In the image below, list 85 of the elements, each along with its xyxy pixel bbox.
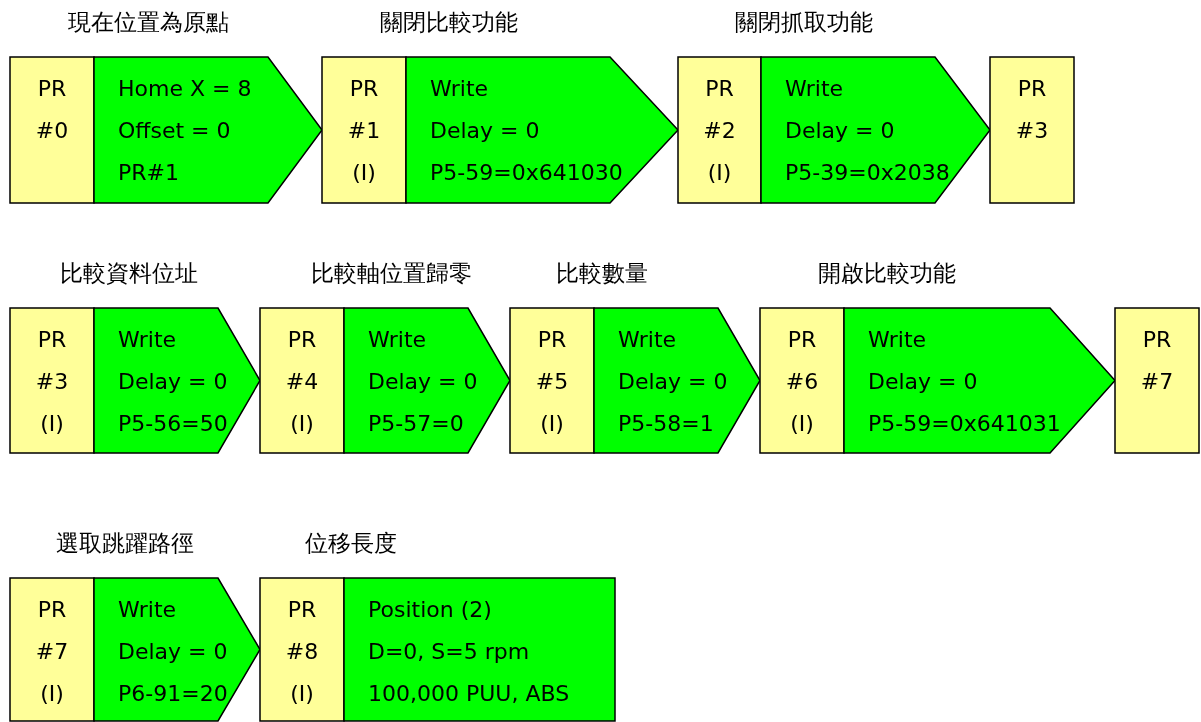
command-arrow-shape [94, 57, 322, 203]
command-text: Write [785, 75, 845, 103]
command-text: 100,000 PUU, ABS [368, 680, 571, 708]
command-text: Write [868, 326, 928, 354]
step-heading: 現在位置為原點 [68, 8, 229, 37]
register-label: #8 [284, 638, 320, 666]
command-text: PR#1 [118, 159, 180, 187]
command-text: P6-91=20 [118, 680, 229, 708]
command-arrow-shape [594, 308, 760, 453]
register-label: #5 [534, 368, 570, 396]
register-label: PR [36, 326, 68, 354]
command-arrow-shape [406, 57, 678, 203]
register-box [678, 57, 761, 203]
register-label: PR [286, 326, 318, 354]
command-arrow-shape [761, 57, 990, 203]
register-box [990, 57, 1074, 203]
command-text: Delay = 0 [118, 368, 229, 396]
command-text: P5-57=0 [368, 410, 465, 438]
register-label: (I) [289, 680, 315, 708]
register-label: PR [786, 326, 818, 354]
register-box [760, 308, 844, 453]
command-arrow-shape [94, 308, 260, 453]
step-heading: 開啟比較功能 [818, 259, 956, 288]
register-label: PR [36, 596, 68, 624]
register-box [260, 578, 344, 721]
register-label: (I) [539, 410, 565, 438]
register-label: PR [704, 75, 735, 103]
register-label: PR [536, 326, 568, 354]
command-text: Delay = 0 [430, 117, 541, 145]
register-label: #4 [284, 368, 320, 396]
register-label: #1 [346, 117, 382, 145]
command-text: Delay = 0 [368, 368, 479, 396]
register-box [510, 308, 594, 453]
command-text: Write [118, 596, 178, 624]
command-text: Delay = 0 [618, 368, 729, 396]
command-text: P5-58=1 [618, 410, 715, 438]
register-label: #2 [702, 117, 737, 145]
register-label: (I) [789, 410, 815, 438]
register-label: #3 [1014, 117, 1050, 145]
register-box [260, 308, 344, 453]
command-text: Home X = 8 [118, 75, 253, 103]
register-label: PR [348, 75, 380, 103]
register-box [10, 578, 94, 721]
command-text: Write [618, 326, 678, 354]
register-label: PR [1141, 326, 1173, 354]
step-heading: 位移長度 [305, 529, 397, 558]
register-label: #7 [34, 638, 70, 666]
register-label: #3 [34, 368, 70, 396]
register-label: (I) [39, 680, 65, 708]
command-text: Write [118, 326, 178, 354]
step-heading: 選取跳躍路徑 [56, 529, 194, 558]
register-label: (I) [706, 159, 733, 187]
register-label: #6 [784, 368, 820, 396]
register-label: (I) [39, 410, 65, 438]
register-box [322, 57, 406, 203]
register-label: (I) [351, 159, 377, 187]
command-text: D=0, S=5 rpm [368, 638, 531, 666]
command-text: Delay = 0 [868, 368, 979, 396]
step-heading: 比較資料位址 [60, 259, 198, 288]
step-heading: 關閉比較功能 [380, 8, 518, 37]
command-arrow-shape [344, 308, 510, 453]
command-text: P5-39=0x2038 [785, 159, 951, 187]
step-heading: 比較數量 [556, 259, 648, 288]
command-text: Write [430, 75, 490, 103]
command-text: P5-59=0x641031 [868, 410, 1062, 438]
command-arrow-shape [94, 578, 260, 721]
command-text: Offset = 0 [118, 117, 232, 145]
register-label: PR [1016, 75, 1048, 103]
register-label: (I) [289, 410, 315, 438]
step-heading: 比較軸位置歸零 [311, 259, 472, 288]
register-box [10, 308, 94, 453]
command-text: Delay = 0 [118, 638, 229, 666]
command-text: Delay = 0 [785, 117, 896, 145]
command-text: Position (2) [368, 596, 493, 624]
register-label: #7 [1139, 368, 1175, 396]
register-box [10, 57, 94, 203]
register-label: PR [36, 75, 68, 103]
step-heading: 關閉抓取功能 [735, 8, 873, 37]
command-text: P5-56=50 [118, 410, 229, 438]
register-label: PR [286, 596, 318, 624]
command-text: Write [368, 326, 428, 354]
command-arrow-shape [844, 308, 1115, 453]
register-box [1115, 308, 1199, 453]
register-label: #0 [34, 117, 70, 145]
command-text: P5-59=0x641030 [430, 159, 624, 187]
